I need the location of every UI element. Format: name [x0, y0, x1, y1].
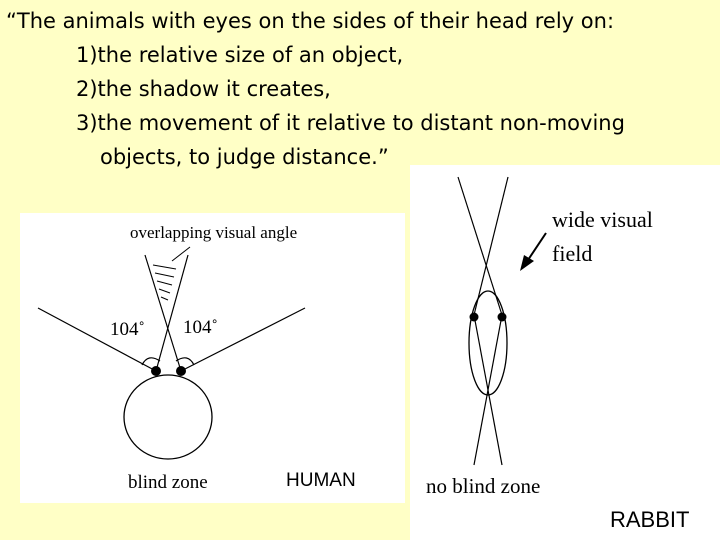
- overlap-hatching: [152, 264, 177, 301]
- rabbit-eye-diagram: wide visual field no blind zone RABBIT: [426, 176, 689, 532]
- no-blind-zone-label: no blind zone: [426, 474, 540, 498]
- rabbit-caption: RABBIT: [610, 507, 689, 532]
- rabbit-head-outline: [468, 290, 508, 396]
- rabbit-right-field-line-bottom: [473, 314, 503, 466]
- human-left-inner-field-line: [155, 254, 189, 372]
- wide-field-label-line-2: field: [552, 241, 592, 266]
- rabbit-right-eye: [497, 312, 507, 322]
- human-head-outline: [123, 374, 213, 460]
- overlap-pointer-line: [171, 246, 191, 262]
- quote-line-3: 2)the shadow it creates,: [76, 77, 331, 101]
- wide-field-label-line-1: wide visual: [552, 207, 653, 232]
- human-right-outer-field-line: [180, 307, 306, 372]
- rabbit-diagram-panel: wide visual field no blind zone RABBIT: [410, 165, 720, 540]
- overlap-label: overlapping visual angle: [130, 223, 297, 242]
- human-right-inner-field-line: [144, 254, 182, 372]
- rabbit-right-field-line-top: [473, 176, 509, 316]
- blind-zone-label: blind zone: [128, 472, 208, 493]
- rabbit-left-field-line-top: [457, 176, 503, 316]
- quote-line-1: “The animals with eyes on the sides of t…: [6, 9, 615, 33]
- left-angle-label: 104˚: [110, 319, 145, 340]
- field-pointer-arrow-shaft: [525, 232, 547, 264]
- field-pointer-arrow-head: [520, 255, 534, 271]
- quote-line-2: 1)the relative size of an object,: [76, 43, 404, 67]
- human-diagram-panel: overlapping visual angle 104˚ 104˚ blind…: [20, 213, 405, 503]
- quote-line-4: 3)the movement of it relative to distant…: [76, 111, 625, 135]
- human-caption: HUMAN: [286, 470, 356, 491]
- rabbit-left-eye: [469, 312, 479, 322]
- human-left-outer-field-line: [37, 307, 157, 372]
- right-angle-label: 104˚: [183, 317, 218, 338]
- human-eye-diagram: overlapping visual angle 104˚ 104˚ blind…: [37, 223, 356, 493]
- human-left-eye-lid: [141, 357, 161, 366]
- quote-line-5: objects, to judge distance.”: [100, 145, 389, 169]
